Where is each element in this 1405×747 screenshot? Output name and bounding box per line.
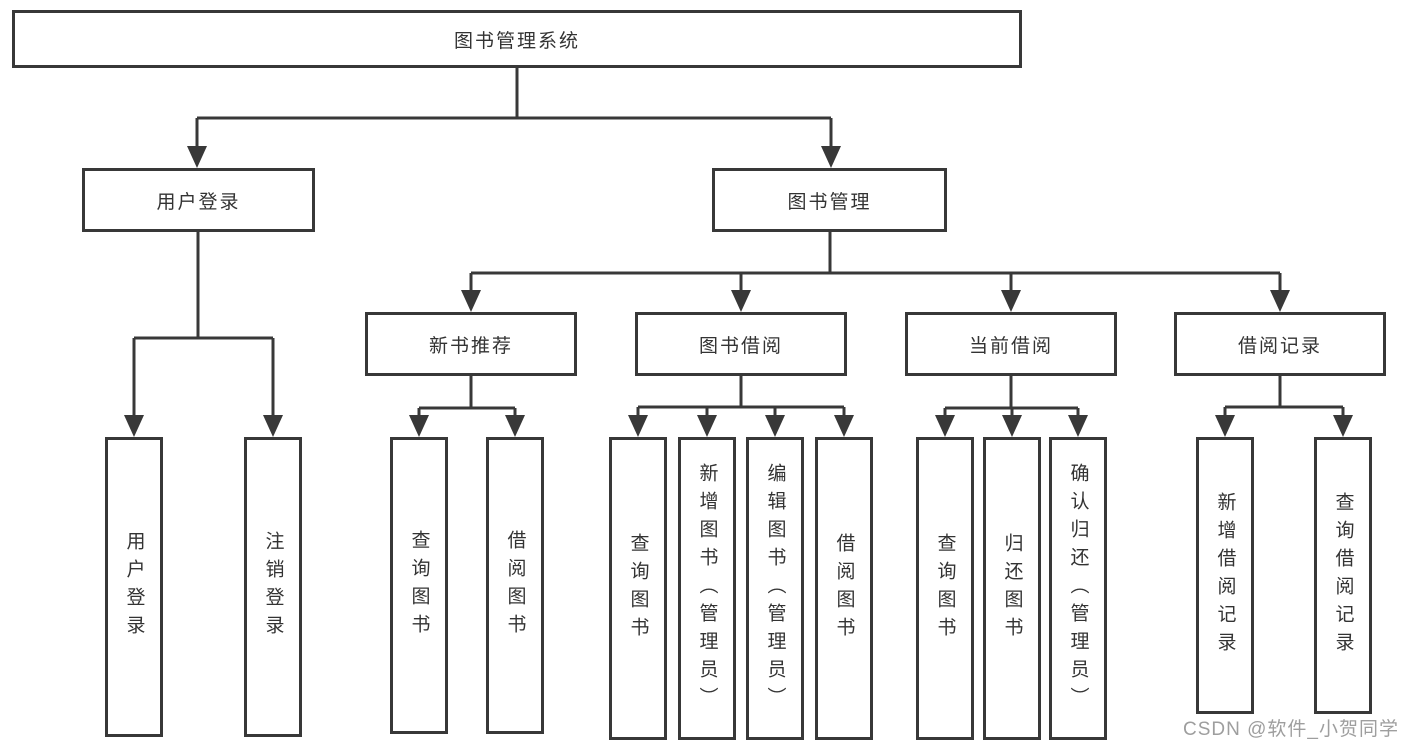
group-book-borrow-label: 图书借阅 [698, 335, 783, 357]
connector-paths [132, 68, 1345, 419]
leaf-records-add-record: 新增借阅记录 [1196, 437, 1254, 714]
leaf-records-query-record: 查询借阅记录 [1314, 437, 1372, 714]
leaf-recommend-borrow-books: 借阅图书 [486, 437, 544, 734]
leaf-logout: 注销登录 [244, 437, 302, 737]
branch-book-management-label: 图书管理 [787, 191, 872, 213]
group-current-borrow: 当前借阅 [905, 312, 1117, 376]
leaf-recommend-borrow-books-label: 借阅图书 [504, 529, 526, 642]
leaf-borrow-borrow-books-label: 借阅图书 [833, 532, 855, 645]
leaf-current-confirm-return-admin: 确认归还（管理员） [1049, 437, 1107, 740]
leaf-logout-label: 注销登录 [262, 531, 284, 643]
arrowhead-icons [124, 146, 1353, 437]
branch-user-login: 用户登录 [82, 168, 315, 232]
group-borrow-records: 借阅记录 [1174, 312, 1386, 376]
group-borrow-records-label: 借阅记录 [1237, 335, 1322, 357]
branch-book-management: 图书管理 [712, 168, 947, 232]
group-new-book-recommend: 新书推荐 [365, 312, 577, 376]
leaf-records-query-record-label: 查询借阅记录 [1332, 491, 1354, 660]
branch-user-login-label: 用户登录 [156, 191, 241, 213]
leaf-user-login-label: 用户登录 [123, 531, 145, 643]
root-node-label: 图书管理系统 [453, 30, 580, 52]
leaf-borrow-query-books: 查询图书 [609, 437, 667, 740]
leaf-borrow-add-books-admin: 新增图书（管理员） [678, 437, 736, 740]
leaf-user-login: 用户登录 [105, 437, 163, 737]
leaf-recommend-query-books-label: 查询图书 [408, 529, 430, 642]
leaf-records-add-record-label: 新增借阅记录 [1214, 491, 1236, 660]
leaf-borrow-borrow-books: 借阅图书 [815, 437, 873, 740]
csdn-watermark: CSDN @软件_小贺同学 [1183, 719, 1399, 740]
leaf-current-query-books: 查询图书 [916, 437, 974, 740]
leaf-borrow-edit-books-admin: 编辑图书（管理员） [746, 437, 804, 740]
root-node-system: 图书管理系统 [12, 10, 1022, 68]
leaf-recommend-query-books: 查询图书 [390, 437, 448, 734]
leaf-current-return-books-label: 归还图书 [1001, 532, 1023, 645]
leaf-current-return-books: 归还图书 [983, 437, 1041, 740]
leaf-borrow-edit-books-admin-label: 编辑图书（管理员） [764, 462, 786, 715]
leaf-current-query-books-label: 查询图书 [934, 532, 956, 645]
leaf-borrow-add-books-admin-label: 新增图书（管理员） [696, 462, 718, 715]
group-current-borrow-label: 当前借阅 [968, 335, 1053, 357]
group-new-book-recommend-label: 新书推荐 [428, 335, 513, 357]
leaf-borrow-query-books-label: 查询图书 [627, 532, 649, 645]
group-book-borrow: 图书借阅 [635, 312, 847, 376]
leaf-current-confirm-return-admin-label: 确认归还（管理员） [1067, 462, 1089, 715]
